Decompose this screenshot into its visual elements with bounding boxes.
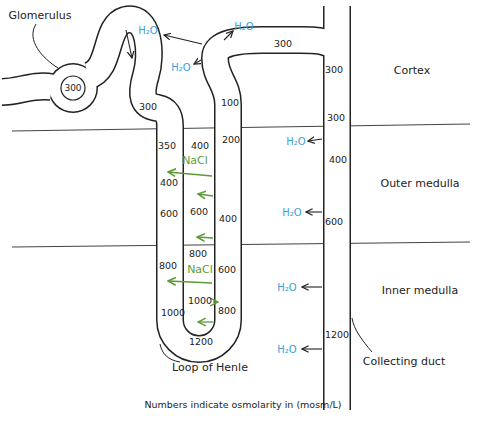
osmolarity-value: 300 xyxy=(327,113,345,123)
salt-label: NaCl xyxy=(187,264,213,276)
structure-label: Glomerulus xyxy=(8,10,71,22)
osmolarity-value: 400 xyxy=(191,141,209,151)
water-label: H₂O xyxy=(277,282,296,293)
water-label: H₂O xyxy=(286,136,305,147)
osmolarity-value: 400 xyxy=(329,155,347,165)
salt-arrow xyxy=(168,172,218,322)
water-label: H₂O xyxy=(234,21,253,32)
osmolarity-value: 1000 xyxy=(161,308,185,318)
osmolarity-value: 800 xyxy=(218,306,236,316)
node-text-wrap: 300 xyxy=(60,75,86,101)
glomerulus-circle: 300 xyxy=(60,75,86,101)
water-label: H₂O xyxy=(171,62,190,73)
leader-line xyxy=(33,24,372,362)
osmolarity-value: 200 xyxy=(222,135,240,145)
capsule-lumen xyxy=(50,65,97,112)
zone-label: Outer medulla xyxy=(380,178,459,190)
osmolarity-value: 600 xyxy=(160,209,178,219)
osmolarity-value: 100 xyxy=(221,98,239,108)
flow-arrow xyxy=(126,30,132,58)
osmolarity-value: 300 xyxy=(64,83,81,93)
water-label: H₂O xyxy=(282,207,301,218)
osmolarity-value: 600 xyxy=(190,207,208,217)
structure-label: Loop of Henle xyxy=(172,362,248,374)
osmolarity-value: 350 xyxy=(158,141,176,151)
osmolarity-value: 1000 xyxy=(188,296,212,306)
osmolarity-value: 600 xyxy=(325,217,343,227)
tubule-lumen xyxy=(0,4,337,412)
osmolarity-value: 300 xyxy=(325,65,343,75)
osmolarity-value: 800 xyxy=(189,249,207,259)
water-arrow xyxy=(164,31,322,349)
salt-label: NaCl xyxy=(182,155,208,167)
osmolarity-value: 800 xyxy=(159,261,177,271)
osmolarity-value: 400 xyxy=(219,214,237,224)
osmolarity-value: 1200 xyxy=(189,337,213,347)
osmolarity-value: 300 xyxy=(274,39,292,49)
osmolarity-value: 400 xyxy=(160,178,178,188)
zone-label: Inner medulla xyxy=(382,285,458,297)
water-label: H₂O xyxy=(277,344,296,355)
water-label: H₂O xyxy=(138,25,157,36)
zone-label: Cortex xyxy=(394,65,430,77)
osmolarity-value: 1200 xyxy=(325,330,349,340)
osmolarity-value: 300 xyxy=(139,102,157,112)
caption: Numbers indicate osmolarity in (mosm/L) xyxy=(144,400,341,410)
structure-label: Collecting duct xyxy=(363,356,445,368)
tubule-outline xyxy=(2,6,337,410)
osmolarity-value: 600 xyxy=(218,265,236,275)
